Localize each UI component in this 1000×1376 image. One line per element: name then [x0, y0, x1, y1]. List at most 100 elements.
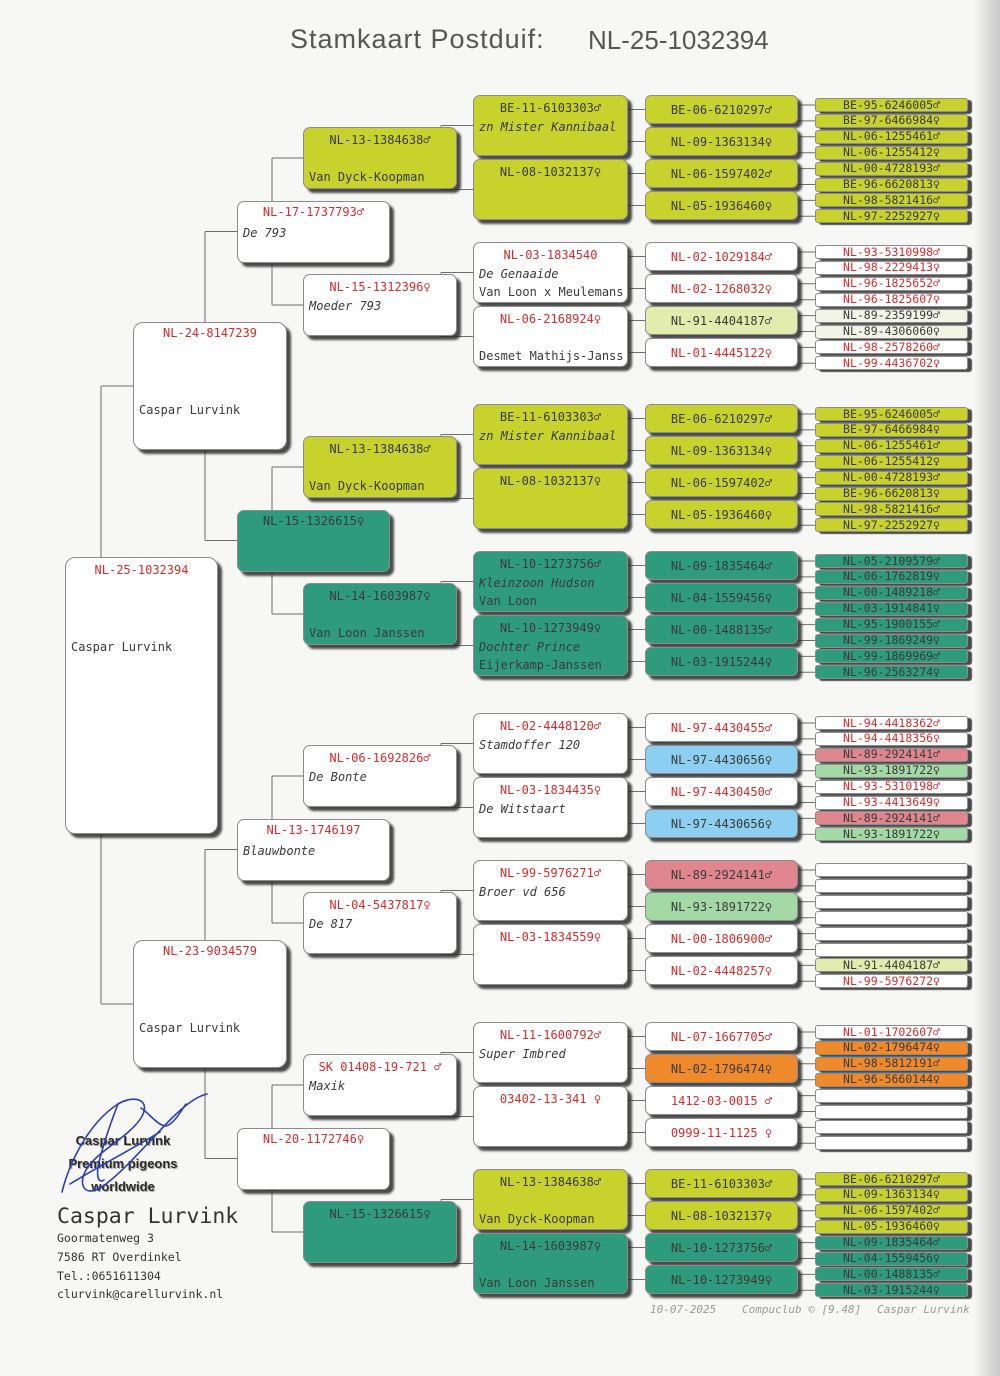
footer-software: Compuclub © [9.48] [742, 1303, 862, 1316]
ring-number: NL-05-1936460♀ [843, 1219, 940, 1234]
pedigree-box-gen6: NL-02-1796474♀ [645, 1054, 798, 1083]
ring-number: NL-06-1762819♀ [843, 569, 940, 584]
ring-number: NL-03-1914841♀ [843, 601, 940, 616]
ring-number: NL-03-1834559♀ [499, 930, 602, 944]
pedigree-box-gen6: NL-97-4430450♂ [645, 777, 798, 806]
ring-number: NL-09-1363134♀ [670, 134, 773, 149]
pedigree-box-gen7 [815, 926, 968, 941]
pedigree-box-gen5: NL-14-1603987♀Van Loon Janssen [473, 1233, 628, 1294]
ring-number: NL-05-1936460♀ [670, 198, 773, 213]
ring-number: NL-89-2924141♂ [670, 867, 773, 882]
ring-number: NL-14-1603987♀ [329, 589, 431, 603]
pedigree-box-gen7: NL-01-1702607♂ [815, 1025, 968, 1039]
pedigree-box-gen7: NL-03-1915244♀ [815, 1283, 968, 1298]
ring-number: NL-10-1273756♂ [670, 1240, 773, 1255]
strain-name: Van Dyck-Koopman [479, 1212, 595, 1226]
pedigree-box-gen7 [815, 942, 968, 957]
pedigree-box-gen6: NL-97-4430455♂ [645, 713, 798, 742]
ring-number: NL-07-1667705♂ [670, 1029, 773, 1044]
pedigree-box-gen7: NL-99-4436702♀ [815, 356, 968, 371]
pedigree-box-gen4: NL-06-1692826♂De Bonte [303, 745, 457, 807]
ring-number: NL-99-4436702♀ [843, 356, 940, 370]
ring-number: NL-03-1834540 [503, 248, 598, 262]
pedigree-box-gen7 [815, 1120, 968, 1135]
ring-number: NL-99-5976271♂ [499, 866, 602, 880]
ring-number: NL-99-5976272♀ [843, 974, 940, 988]
ring-number: 0999-11-1125 ♀ [670, 1125, 773, 1140]
ring-number: BE-97-6466984♀ [843, 422, 940, 437]
ring-number: NL-14-1603987♀ [499, 1239, 602, 1253]
pigeon-name: Blauwbonte [243, 843, 316, 858]
pedigree-box-gen7: NL-04-1559456♀ [815, 1251, 968, 1266]
ring-number: 03402-13-341 ♀ [499, 1092, 602, 1106]
pedigree-box-gen7: NL-93-4413649♀ [815, 795, 968, 810]
pedigree-box-gen6: NL-10-1273756♂ [645, 1233, 798, 1262]
strain-name: Van Loon Janssen [309, 626, 425, 640]
ring-number: NL-00-4728193♂ [843, 470, 940, 485]
ring-number: BE-95-6246005♂ [843, 407, 940, 421]
pedigree-box-gen6: BE-06-6210297♂ [645, 95, 798, 124]
pedigree-box-gen6: NL-97-4430656♀ [645, 745, 798, 774]
ring-number: NL-01-4445122♀ [670, 345, 773, 360]
ring-number: BE-95-6246005♂ [843, 98, 940, 112]
pedigree-box-gen6: NL-09-1363134♀ [645, 127, 798, 156]
ring-number: NL-13-1384638♂ [329, 133, 431, 147]
pedigree-box-gen7: NL-06-1255461♂ [815, 438, 968, 453]
ring-number: NL-94-4418356♀ [843, 731, 940, 746]
ring-number: NL-02-1796474♀ [843, 1040, 940, 1055]
pigeon-name: zn Mister Kannibaal [479, 429, 617, 443]
pedigree-box-gen6: BE-11-6103303♂ [645, 1169, 798, 1198]
pedigree-box-gen7: NL-89-2924141♂ [815, 747, 968, 762]
pedigree-box-gen4: NL-04-5437817♀De 817 [303, 892, 457, 954]
pedigree-box-gen6: NL-09-1363134♀ [645, 436, 798, 465]
ring-number: NL-23-9034579 [163, 944, 257, 958]
pedigree-box-gen4: NL-14-1603987♀ Van Loon Janssen [303, 583, 457, 645]
pedigree-box-gen7 [815, 1088, 968, 1103]
ring-number: NL-05-1936460♀ [670, 507, 773, 522]
ring-number: NL-91-4404187♂ [843, 958, 940, 972]
pigeon-name: Maxik [309, 1079, 346, 1093]
pedigree-box-gen7: NL-89-2359199♂ [815, 308, 968, 323]
ring-number: NL-94-4418362♂ [843, 716, 940, 730]
pedigree-box-gen6: NL-02-4448257♀ [645, 956, 798, 985]
pedigree-box-gen7: NL-00-1488135♂ [815, 1267, 968, 1282]
ring-number: NL-17-1737793♂ [262, 204, 365, 219]
ring-number: NL-10-1273949♀ [499, 621, 602, 635]
ring-number: NL-97-4430455♂ [670, 720, 773, 735]
ring-number: NL-98-5812191♂ [843, 1056, 940, 1071]
pedigree-box-gen7: NL-06-1255461♂ [815, 129, 968, 144]
pedigree-box-gen5: BE-11-6103303♂zn Mister Kannibaal [473, 404, 628, 465]
breeder-name: Caspar Lurvink [139, 1021, 241, 1035]
ring-number: NL-00-4728193♂ [843, 161, 940, 176]
pedigree-box-gen7: NL-05-1936460♀ [815, 1219, 968, 1234]
card-title: Stamkaart Postduif: [290, 24, 545, 54]
ring-number: NL-06-2168924♀ [499, 312, 602, 326]
ring-number: NL-96-1825652♂ [843, 276, 940, 291]
ring-number: NL-15-1312396♀ [329, 280, 431, 294]
pedigree-box-gen6: NL-08-1032137♀ [645, 1201, 798, 1230]
pedigree-box-gen7: NL-09-1363134♀ [815, 1187, 968, 1202]
owner-address: Goormatenweg 3 [57, 1231, 154, 1245]
pedigree-box-gen5: NL-06-2168924♀Desmet Mathijs-Janss [473, 306, 628, 367]
ring-number: NL-02-1796474♀ [670, 1061, 773, 1076]
ring-number: NL-97-4430450♂ [670, 784, 773, 799]
ring-number: NL-89-4306060♀ [843, 324, 940, 338]
pedigree-box-gen5: NL-99-5976271♂Broer vd 656 [473, 860, 628, 921]
ring-number: NL-13-1384638♂ [329, 442, 431, 456]
ring-number: NL-98-5821416♂ [843, 502, 940, 516]
pedigree-box-gen6: NL-00-1806900♂ [645, 924, 798, 953]
ring-number: NL-89-2924141♂ [843, 811, 940, 825]
pedigree-box-gen5: BE-11-6103303♂zn Mister Kannibaal [473, 95, 628, 156]
pedigree-box-gen6: NL-05-1936460♀ [645, 500, 798, 529]
owner-email: clurvink@carellurvink.nl [57, 1287, 224, 1301]
ring-number: NL-06-1255461♂ [843, 438, 940, 453]
pedigree-box-gen6: NL-97-4430656♀ [645, 809, 798, 838]
card-title-ring-number: NL-25-1032394 [588, 25, 769, 55]
pigeon-name: Super Imbred [479, 1047, 566, 1061]
pedigree-box-gen7: NL-02-1796474♀ [815, 1040, 968, 1055]
footer-name: Caspar Lurvink [877, 1303, 970, 1316]
pigeon-name: zn Mister Kannibaal [479, 120, 617, 134]
